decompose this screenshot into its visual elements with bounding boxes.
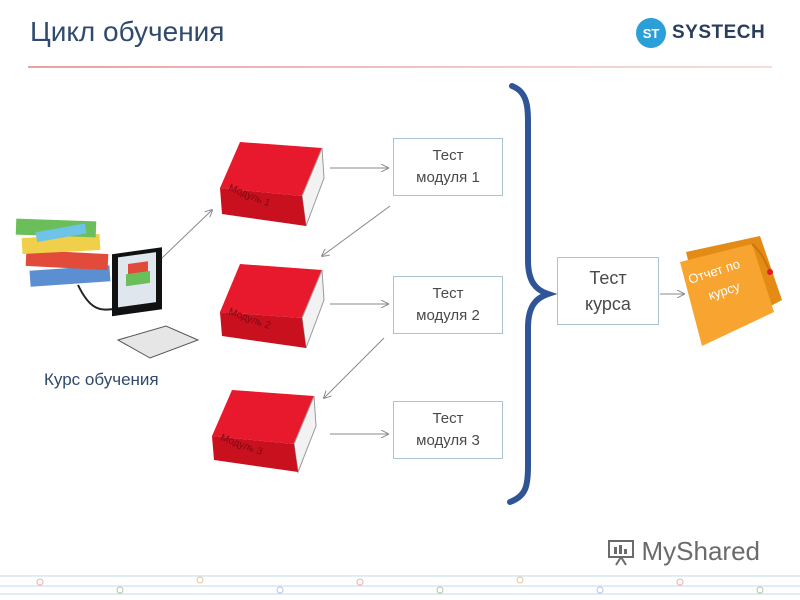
course-test-box: Тест курса <box>557 257 659 325</box>
slide-title: Цикл обучения <box>30 16 225 47</box>
watermark-text: MyShared <box>641 536 761 566</box>
test-module-3-line2: модуля 3 <box>416 432 480 449</box>
books-stack-icon <box>15 218 111 287</box>
presentation-board-icon <box>607 539 634 566</box>
laptop-icon <box>77 247 200 359</box>
myshared-watermark: MyShared <box>606 536 761 567</box>
test-module-1-box: Тест модуля 1 <box>393 138 503 196</box>
curly-brace-icon <box>507 83 558 505</box>
module-book-3-icon <box>212 390 317 474</box>
test-module-2-box: Тест модуля 2 <box>393 276 503 334</box>
bottom-decorative-strip <box>0 575 800 595</box>
test-module-2-line2: модуля 2 <box>416 307 480 324</box>
course-label: Курс обучения <box>44 370 159 389</box>
logo-text: SYSTECH <box>672 22 766 43</box>
module-book-2-icon <box>220 264 325 349</box>
systech-logo: ST SYSTECH <box>636 18 765 48</box>
course-test-line2: курса <box>585 294 631 314</box>
title-divider <box>28 66 772 68</box>
course-test-line1: Тест <box>589 268 627 288</box>
test-module-2-line1: Тест <box>432 285 464 302</box>
module-book-1-icon <box>220 142 325 227</box>
test-module-3-box: Тест модуля 3 <box>393 401 503 459</box>
report-folder-icon <box>680 236 782 346</box>
test-module-3-line1: Тест <box>432 410 464 427</box>
logo-mark: ST <box>636 18 666 48</box>
test-module-1-line2: модуля 1 <box>416 169 480 186</box>
test-module-1-line1: Тест <box>432 147 464 164</box>
